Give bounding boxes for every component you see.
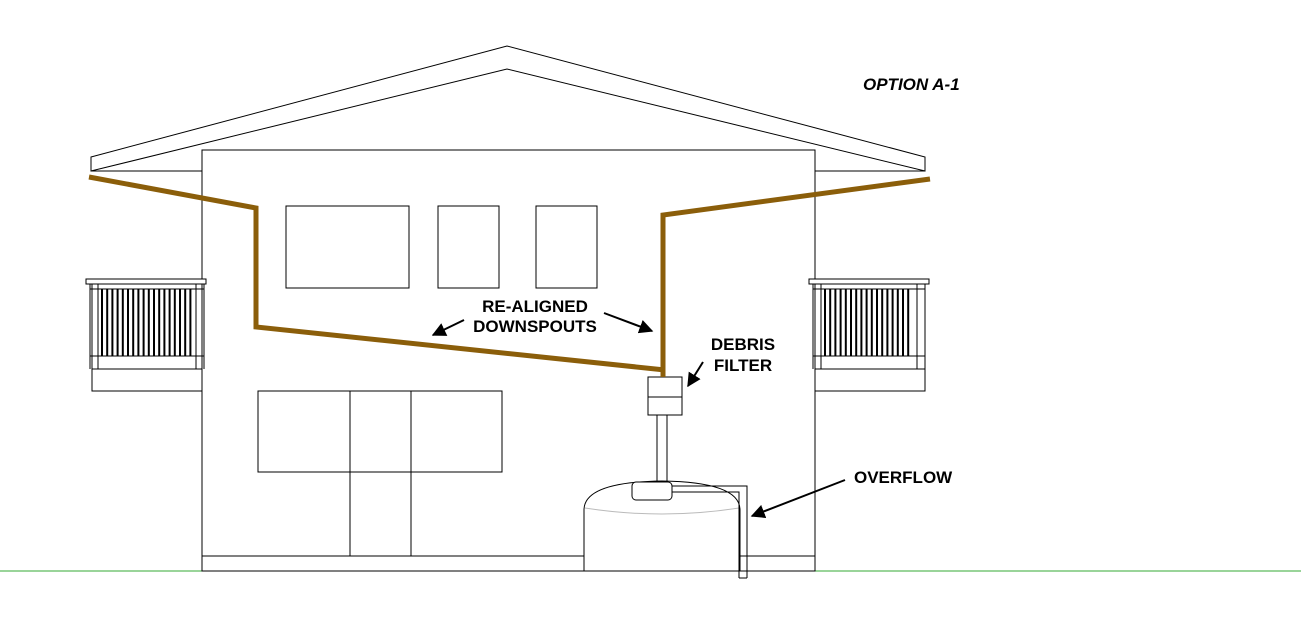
window-small-2: [535, 205, 598, 289]
downspouts: [88, 174, 931, 377]
overflow-pipe: [672, 485, 748, 579]
window-large: [285, 205, 410, 289]
upper-windows: [285, 205, 598, 289]
downspouts-label-line2: DOWNSPOUTS: [473, 317, 597, 336]
left-balcony: [85, 278, 207, 392]
arrow-left-downspout: [431, 319, 465, 336]
overflow-label: OVERFLOW: [854, 468, 953, 487]
roof: [90, 45, 926, 172]
right-balcony: [808, 278, 930, 392]
arrow-right-downspout: [603, 312, 654, 334]
downspouts-label-line1: RE-ALIGNED: [482, 297, 588, 316]
left-downspout: [88, 174, 666, 373]
water-tank: [583, 480, 741, 572]
page-title: OPTION A-1: [863, 75, 960, 94]
debris-filter: [647, 376, 683, 416]
tank-inlet-cap: [631, 481, 673, 501]
right-downspout: [660, 176, 931, 377]
debris-filter-label-line2: FILTER: [714, 356, 772, 375]
window-small-1: [437, 205, 500, 289]
arrow-debris-filter: [687, 361, 704, 388]
filter-to-tank-pipe: [656, 415, 668, 482]
debris-filter-label-line1: DEBRIS: [711, 335, 775, 354]
sliding-doors: [257, 390, 503, 556]
arrow-overflow: [750, 479, 846, 518]
